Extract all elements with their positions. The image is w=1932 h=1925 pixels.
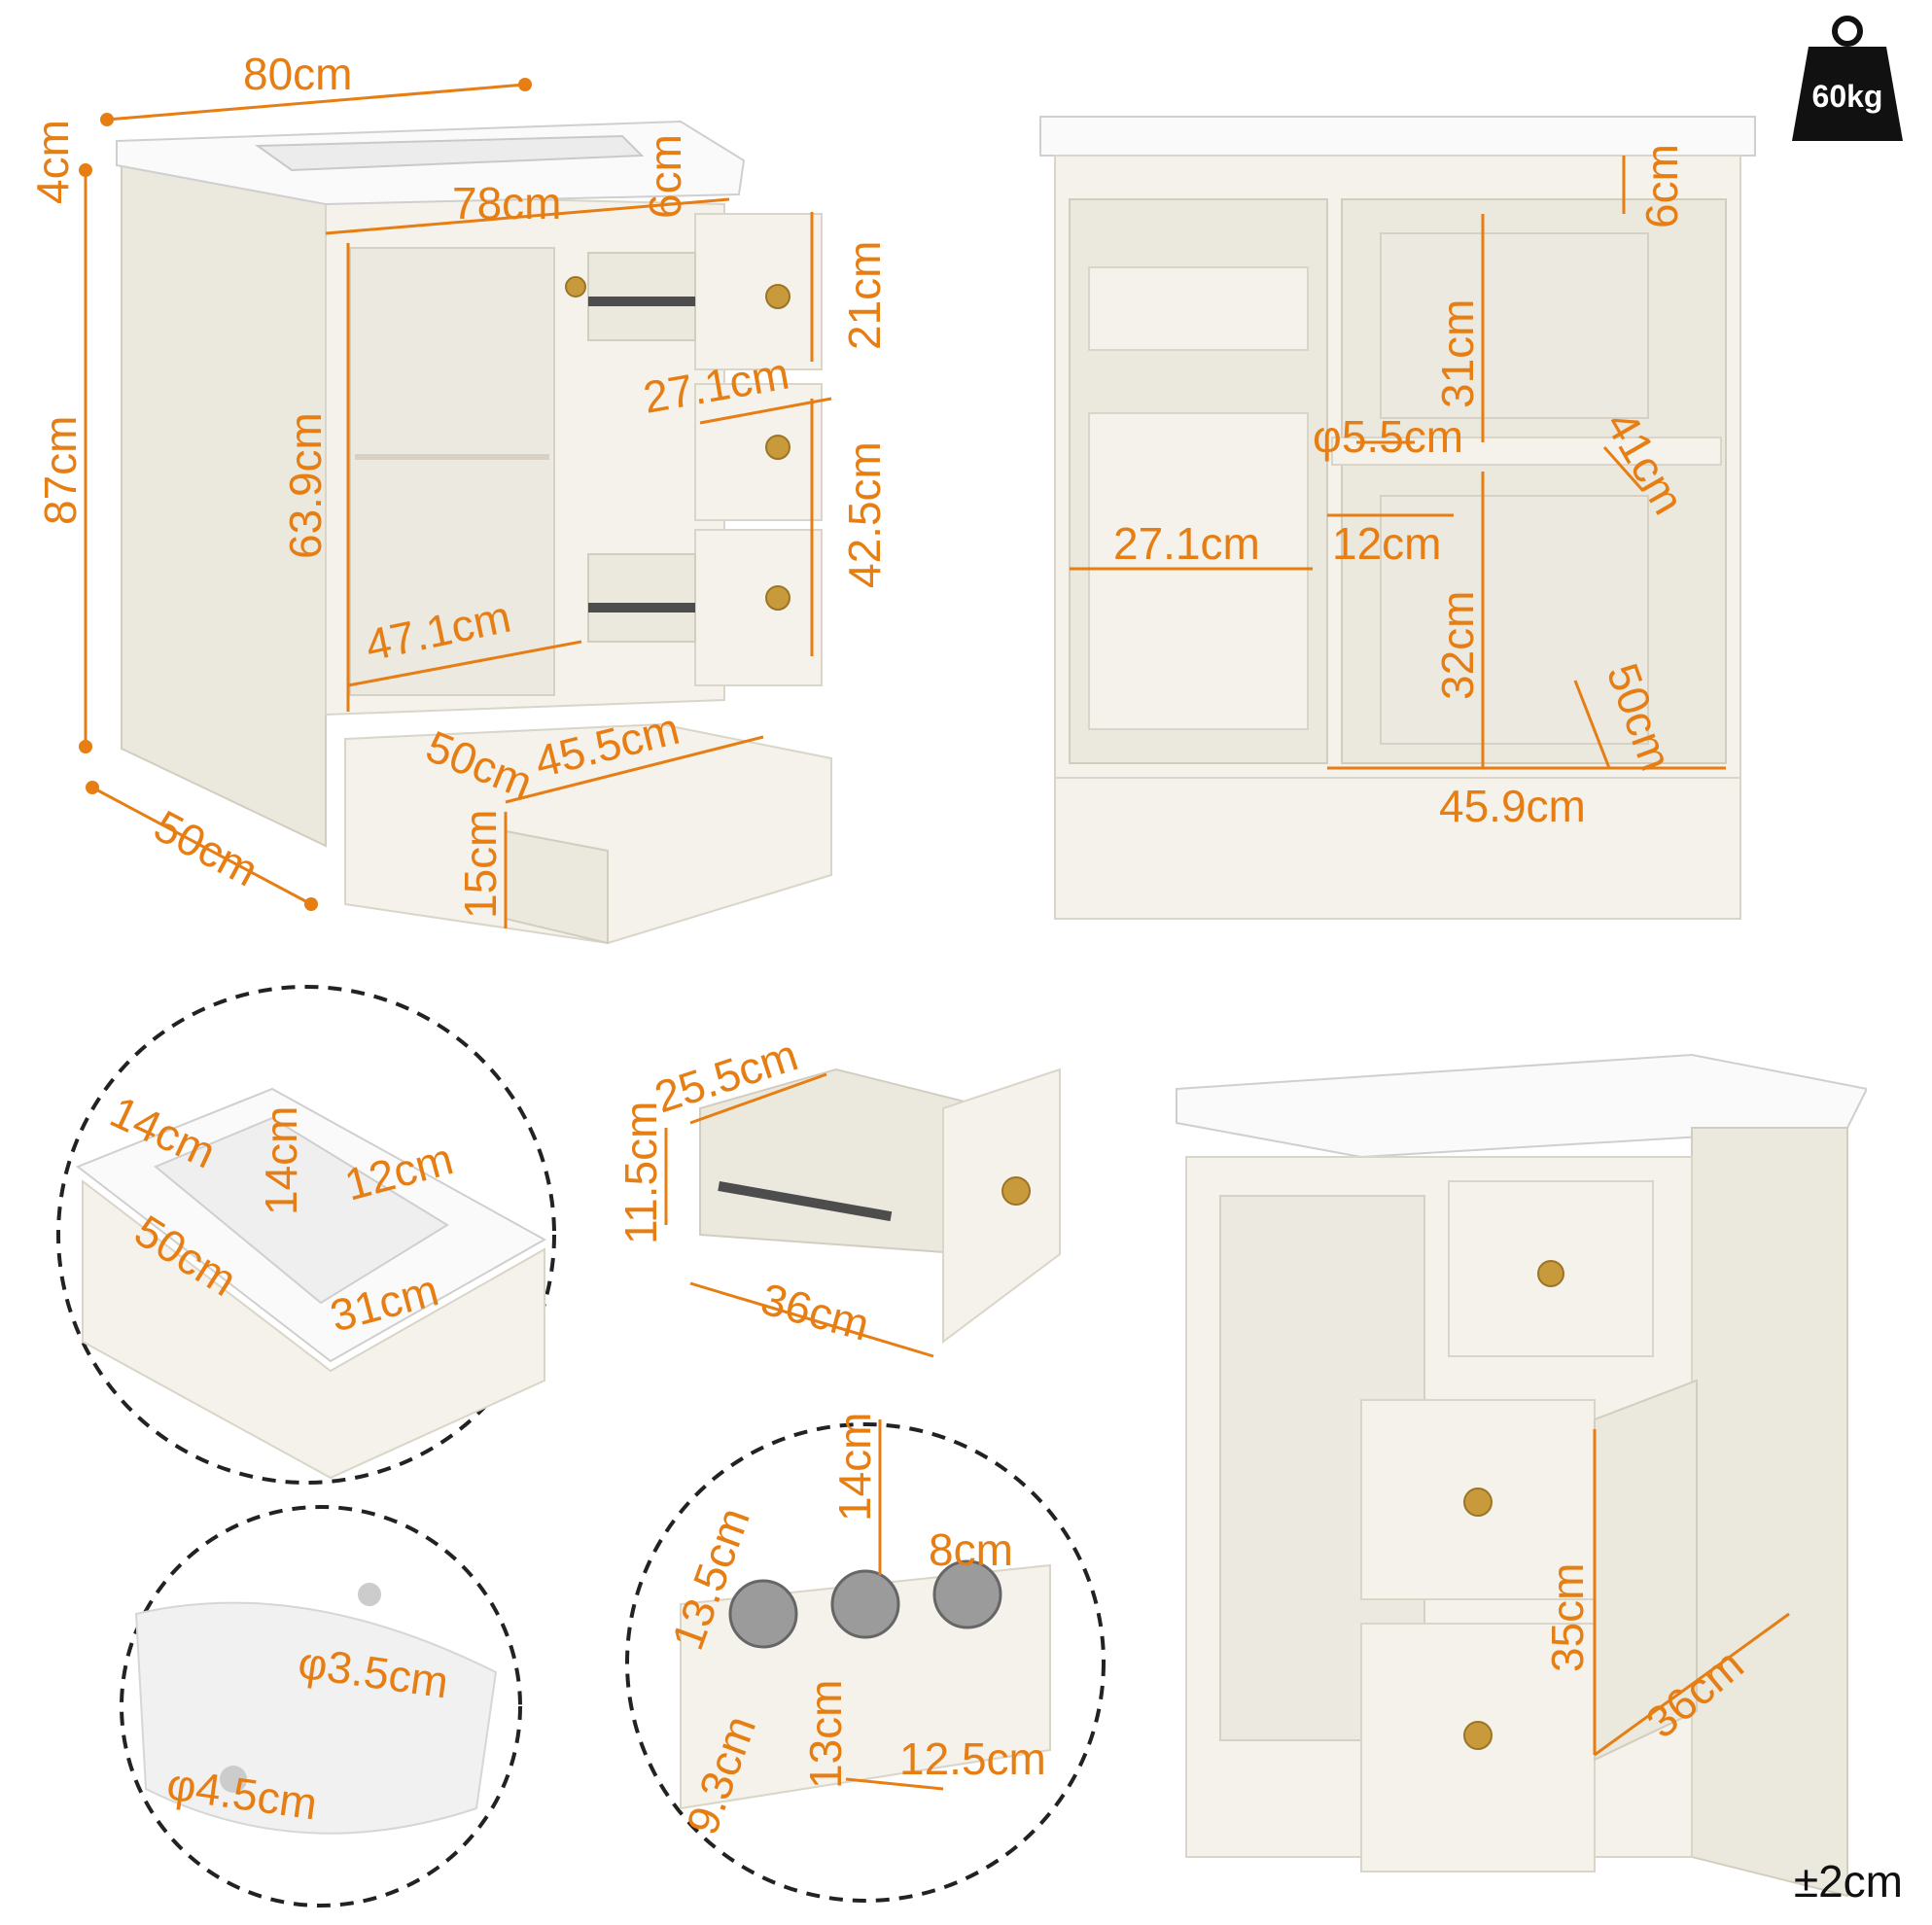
organizer-hole: 8cm [929, 1524, 1013, 1575]
interior-base [1054, 777, 1741, 920]
drain-detail-panel: φ3.5cm φ4.5cm [120, 1505, 522, 1908]
step-stool [344, 722, 832, 945]
drawer-depth-line [689, 1281, 934, 1358]
open-drawer-3-knob [1463, 1721, 1493, 1750]
sink-detail-circle [56, 985, 556, 1485]
dim-depth-start [86, 781, 99, 794]
drain-hole [220, 1766, 247, 1793]
interior-top [1039, 116, 1756, 157]
dim-height: 87cm [35, 416, 86, 525]
glass-door [349, 247, 555, 696]
open-drawer-panel: 35cm 36cm [1176, 1053, 1867, 1898]
open-drawer-2-knob [1463, 1488, 1493, 1517]
dim-interior-apron: 6cm [1636, 144, 1687, 228]
dim-apron: 6cm [640, 134, 690, 219]
sink-detail-cabinet [82, 1178, 545, 1480]
dim-drawer-top: 21cm [839, 241, 890, 350]
drawer-top-knob [765, 284, 790, 309]
dim-width: 80cm [243, 49, 352, 99]
dim-drawer-stack: 42.5cm [839, 441, 890, 588]
dim-depth-line [91, 786, 312, 906]
dim-bottom-width: 45.9cm [1439, 781, 1586, 831]
organizer-rail [588, 603, 695, 612]
weight-body [1792, 47, 1903, 141]
dim-depth-end [304, 897, 318, 911]
dim-bottom-depth-line [1573, 680, 1611, 769]
interior-glass-upper [1380, 232, 1649, 419]
organizer-tray-d: 13cm [800, 1680, 851, 1789]
drawer-height: 11.5cm [615, 1102, 666, 1244]
organizer-detail-circle [625, 1422, 1106, 1903]
interior-drawer [1088, 266, 1309, 351]
weight-label: 60kg [1812, 79, 1883, 114]
sink-detail-panel: 14cm 14cm 12cm 50cm 31cm [56, 985, 556, 1485]
drawer-depth: 36cm [755, 1273, 874, 1349]
organizer-tray-w-line [845, 1777, 944, 1791]
organizer-cup-1 [728, 1579, 798, 1649]
drawer-mid [694, 383, 823, 521]
dim-depth: 50cm [146, 800, 266, 896]
sink-detail-basin [154, 1116, 449, 1305]
sink-dim-b: 14cm [256, 1106, 306, 1215]
weight-icon [1832, 16, 1863, 47]
organizer-cup-3 [932, 1559, 1002, 1629]
open-depth-line [1594, 1612, 1790, 1757]
dim-stool-height: 15cm [455, 810, 506, 919]
dim-door-height: 63.9cm [280, 412, 331, 559]
interior-view-panel: 6cm 31cm φ5.5cm 41cm 27.1cm 12cm 32cm 50… [1039, 116, 1756, 920]
dim-width-line [106, 83, 526, 122]
drawer-bottom-knob [765, 585, 790, 611]
organizer-tray-w: 12.5cm [899, 1733, 1046, 1784]
dim-inner-width: 78cm [452, 178, 561, 228]
dim-stool-width-line [505, 735, 764, 804]
dim-hole: φ5.5cm [1313, 411, 1463, 462]
dim-shelf-depth-line [1602, 446, 1645, 492]
drawer-detail-knob [1001, 1176, 1031, 1206]
dim-notch: 12cm [1332, 518, 1441, 569]
dim-drawer-width-interior: 27.1cm [1113, 518, 1260, 569]
drawer-detail-panel: 25.5cm 11.5cm 36cm [615, 1029, 1061, 1358]
dim-lower: 32cm [1432, 591, 1483, 700]
dim-width-start [100, 113, 114, 126]
dim-drawer-width-line [699, 397, 832, 425]
drawer-mid-knob [765, 435, 790, 460]
organizer-box-open [587, 553, 696, 643]
open-height: 35cm [1542, 1563, 1593, 1672]
organizer-cup-2 [830, 1569, 900, 1639]
dim-door-width-line [347, 640, 582, 687]
open-side [1691, 1127, 1848, 1898]
dim-height-bottom [79, 740, 92, 753]
drawer-top [694, 213, 823, 370]
front-view-panel: 80cm 87cm 4cm 78cm 6cm 21cm 27.1cm 42.5c… [27, 49, 890, 945]
dim-height-top [79, 163, 92, 177]
open-drawer-1-knob [1537, 1260, 1564, 1287]
interior-glass-lower [1380, 495, 1649, 745]
interior-organizer [1088, 412, 1309, 730]
weight-badge: 60kg [1792, 16, 1903, 141]
drawer-detail-front [942, 1068, 1061, 1344]
overflow-hole [358, 1583, 381, 1606]
organizer-detail-panel: 14cm 13.5cm 8cm 9.3cm 13cm 12.5cm [625, 1413, 1106, 1903]
dim-width-end [518, 78, 532, 91]
drawer-detail-rail [718, 1181, 893, 1222]
organizer-height: 14cm [829, 1413, 880, 1522]
door-knob [565, 276, 586, 298]
dim-upper: 31cm [1432, 299, 1483, 408]
drain-detail-circle [120, 1505, 522, 1908]
dim-top-thickness: 4cm [27, 120, 78, 204]
drawer-bottom [694, 529, 823, 686]
drawer-width-line [689, 1072, 827, 1125]
tolerance-note: ±2cm [1793, 1856, 1903, 1907]
drawer-rail [588, 297, 695, 306]
dim-inner-width-line [325, 197, 730, 235]
sink-basin [254, 134, 645, 172]
